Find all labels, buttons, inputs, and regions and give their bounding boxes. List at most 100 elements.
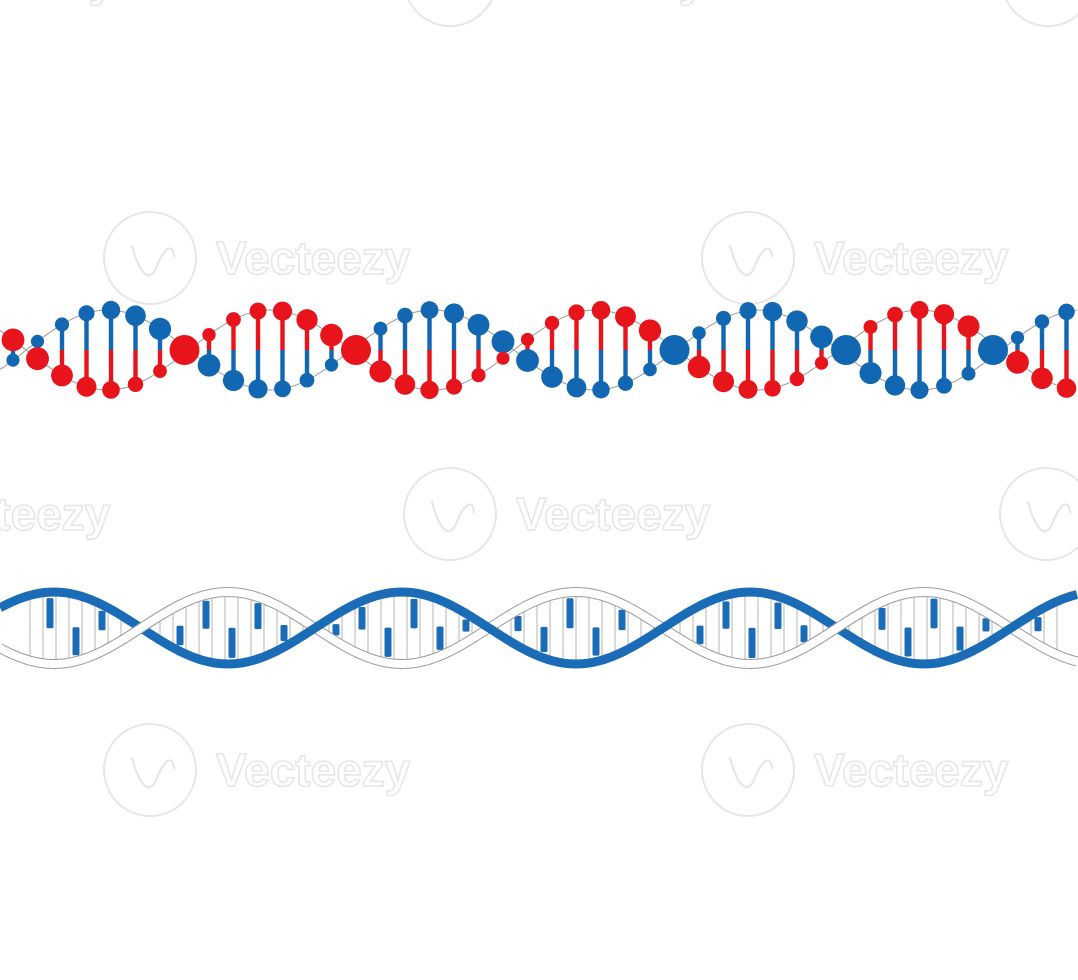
watermark-text: Vecteezy	[814, 744, 1009, 796]
base-pair-bond	[451, 313, 457, 350]
nucleotide-base	[254, 603, 262, 630]
base-pair-bond	[721, 318, 726, 350]
watermark: Vecteezy	[0, 487, 112, 541]
atom-sphere	[420, 380, 439, 400]
atom-sphere	[615, 306, 636, 328]
atom-sphere	[1006, 350, 1029, 374]
base-pair-bond	[427, 310, 432, 350]
watermark	[999, 467, 1078, 561]
atom-sphere	[910, 380, 929, 400]
atom-sphere	[687, 355, 711, 379]
nucleotide-base	[566, 598, 574, 629]
base-pair-bond	[794, 350, 800, 379]
base-pair-bond	[917, 310, 922, 350]
base-pair-bond	[1039, 321, 1045, 350]
base-pair-bond	[476, 350, 481, 376]
nucleotide-base	[930, 598, 938, 629]
base-pair-bond	[1039, 350, 1045, 379]
base-pair-bond	[59, 350, 65, 376]
nucleotide-base	[514, 616, 522, 632]
base-pair-bond	[623, 316, 628, 350]
base-pair-bond	[206, 334, 212, 350]
base-pair-bond	[598, 350, 604, 390]
atom-sphere	[566, 377, 587, 398]
base-pair-bond	[549, 350, 555, 377]
base-pair-bond	[231, 319, 236, 350]
atom-sphere	[420, 301, 439, 319]
base-pair-bond	[402, 315, 408, 350]
atom-sphere	[1031, 367, 1053, 390]
base-pair-bond	[770, 350, 775, 389]
base-pair-bond	[231, 350, 236, 381]
crossover-atom	[978, 335, 1008, 365]
atom-sphere	[76, 376, 97, 397]
watermark-text: Vecteezy	[0, 488, 111, 540]
base-pair-bond	[59, 324, 65, 350]
atom-sphere	[324, 358, 339, 372]
atom-sphere	[1, 328, 25, 352]
atom-sphere	[443, 303, 465, 324]
watermark: Vecteezy	[701, 211, 1010, 305]
base-pair-bond	[84, 313, 89, 350]
atom-sphere	[197, 353, 221, 377]
nucleotide-base	[592, 627, 600, 656]
atom-sphere	[373, 321, 388, 336]
nucleotide-base	[462, 619, 470, 632]
atom-sphere	[541, 366, 563, 388]
nucleotide-base	[46, 598, 54, 629]
watermark-layer: Vecteezy Vecteezy Vecteezy Vecteezy Vect…	[0, 0, 1078, 817]
atom-sphere	[814, 356, 829, 370]
atom-sphere	[30, 334, 45, 348]
nucleotide-base	[722, 601, 730, 629]
atom-sphere	[153, 364, 167, 378]
atom-sphere	[592, 381, 610, 399]
base-pair-bond	[966, 326, 971, 350]
atom-sphere	[222, 369, 245, 392]
atom-sphere	[101, 300, 121, 320]
crossover-atom	[659, 335, 690, 365]
nucleotide-base	[202, 600, 210, 629]
base-pair-bond	[721, 350, 726, 382]
atom-sphere	[716, 310, 731, 326]
atom-sphere	[249, 302, 267, 320]
watermark	[1005, 0, 1078, 27]
atom-sphere	[299, 372, 315, 388]
atom-sphere	[544, 315, 560, 331]
base-pair-bond	[892, 350, 898, 386]
nucleotide-base	[358, 606, 366, 630]
base-pair-bond	[745, 310, 751, 350]
atom-sphere	[496, 351, 510, 365]
atom-sphere	[272, 301, 293, 321]
base-pair-bond	[378, 328, 383, 350]
base-pair-bond	[451, 350, 457, 387]
atom-sphere	[467, 313, 490, 336]
atom-sphere	[320, 323, 343, 347]
atom-sphere	[226, 312, 241, 327]
atom-sphere	[51, 364, 73, 387]
atom-sphere	[1056, 378, 1077, 398]
atom-sphere	[26, 347, 49, 371]
base-pair-bond	[108, 310, 114, 350]
helix-crossing-white	[99, 600, 183, 656]
base-pair-bond	[623, 350, 628, 384]
atom-sphere	[127, 376, 144, 392]
watermark: Vecteezy	[103, 211, 412, 305]
base-pair-bond	[574, 350, 579, 388]
base-pair-bond	[280, 350, 285, 389]
atom-sphere	[1034, 314, 1050, 329]
watermark: Vecteezy	[0, 0, 116, 7]
nucleotide-base	[98, 610, 106, 631]
atom-sphere	[102, 381, 120, 399]
atom-sphere	[762, 301, 783, 322]
base-pair-bond	[255, 311, 261, 350]
base-pair-bond	[1064, 311, 1069, 350]
atom-sphere	[617, 375, 634, 391]
base-pair-bond	[427, 350, 432, 390]
atom-sphere	[887, 306, 903, 323]
base-pair-bond	[574, 312, 579, 350]
atom-sphere	[739, 302, 757, 320]
ribbon-dna-helix	[0, 586, 1078, 670]
atom-sphere	[643, 362, 657, 377]
watermark: Vecteezy	[407, 0, 706, 27]
